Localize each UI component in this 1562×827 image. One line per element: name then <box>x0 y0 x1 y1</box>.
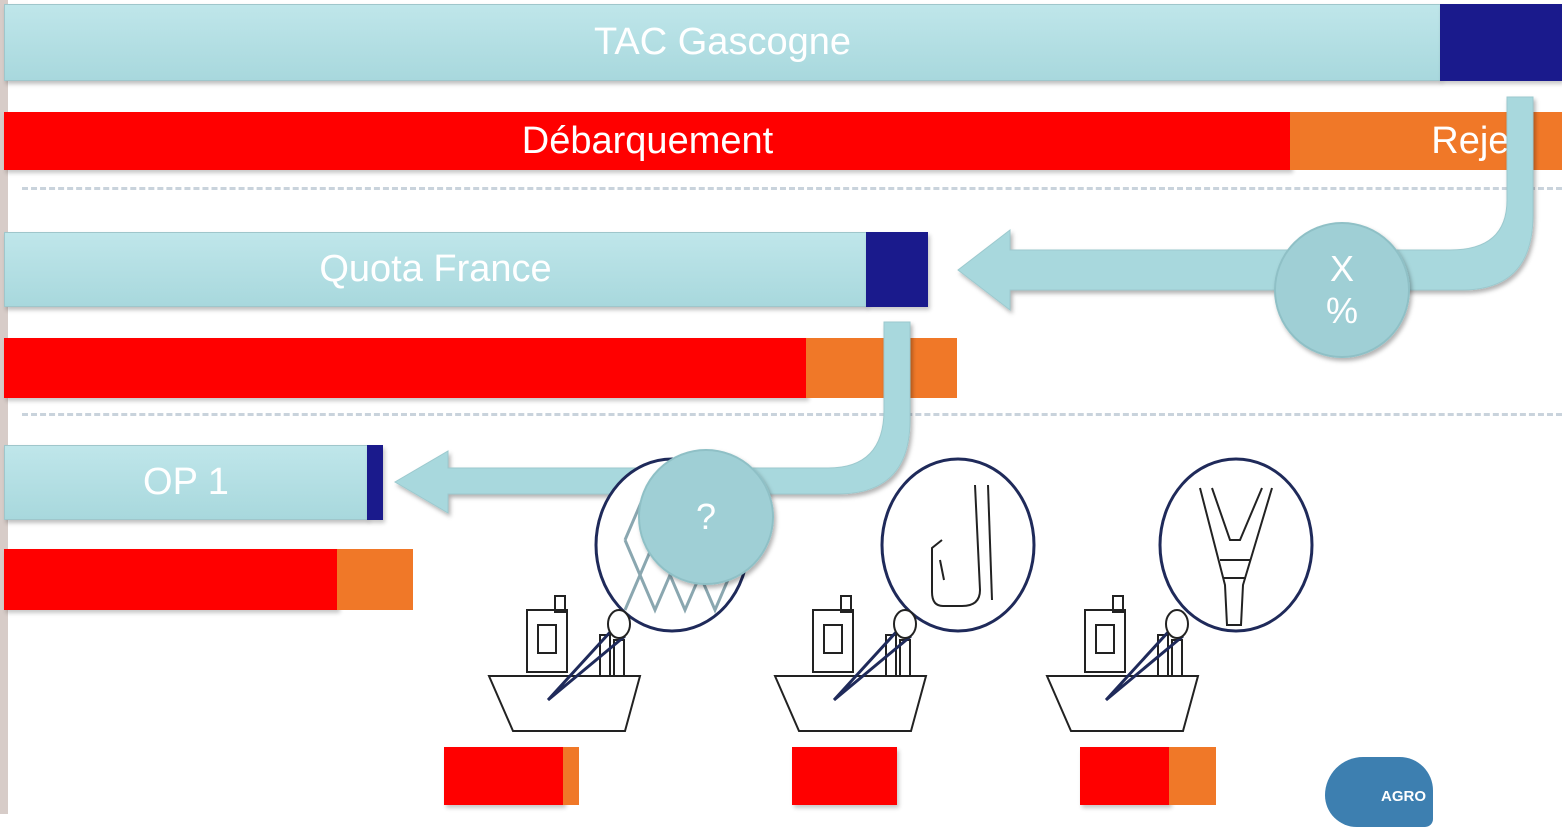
tac-bar <box>4 4 1441 81</box>
op-share-text: ? <box>695 496 717 537</box>
tac-to-quota-arrow <box>957 96 1534 312</box>
op-label: OP 1 <box>143 461 229 503</box>
vessel-3 <box>1045 457 1314 732</box>
separator-line <box>22 413 1562 416</box>
vessel-3-discard-bar <box>1169 747 1216 805</box>
quota-label: Quota France <box>319 248 552 290</box>
agro-logo-text: AGRO <box>1381 788 1426 805</box>
discard-label: Rejet <box>1431 119 1520 162</box>
tac-label: TAC Gascogne <box>594 21 851 63</box>
trawl-icon <box>1199 487 1273 626</box>
op-discard-bar <box>337 549 413 610</box>
tac-reserve-segment <box>1440 4 1562 81</box>
vessel-2-landing-bar <box>792 747 897 805</box>
tac-landing-bar <box>4 112 1291 170</box>
op-reserve-segment <box>367 445 383 520</box>
quota-reserve-segment <box>866 232 928 307</box>
quota-discard-bar <box>806 338 957 398</box>
separator-line <box>22 187 1562 190</box>
op-bar <box>4 445 368 520</box>
op-share-node <box>638 449 774 585</box>
quota-bar <box>4 232 867 307</box>
vessel-1-landing-bar <box>444 747 564 805</box>
slide-left-border <box>0 0 8 814</box>
tac-share-text: X % <box>1325 248 1358 331</box>
vessel-2 <box>773 457 1036 732</box>
quota-landing-bar <box>4 338 807 398</box>
vessel-3-landing-bar <box>1080 747 1170 805</box>
op-landing-bar <box>4 549 338 610</box>
tac-share-label: X % <box>1290 236 1394 344</box>
tac-share-node <box>1274 222 1410 358</box>
vessel-1-discard-bar <box>563 747 579 805</box>
op-share-label: ? <box>654 490 758 544</box>
hook-icon <box>931 484 993 607</box>
landing-label: Débarquement <box>521 119 774 162</box>
